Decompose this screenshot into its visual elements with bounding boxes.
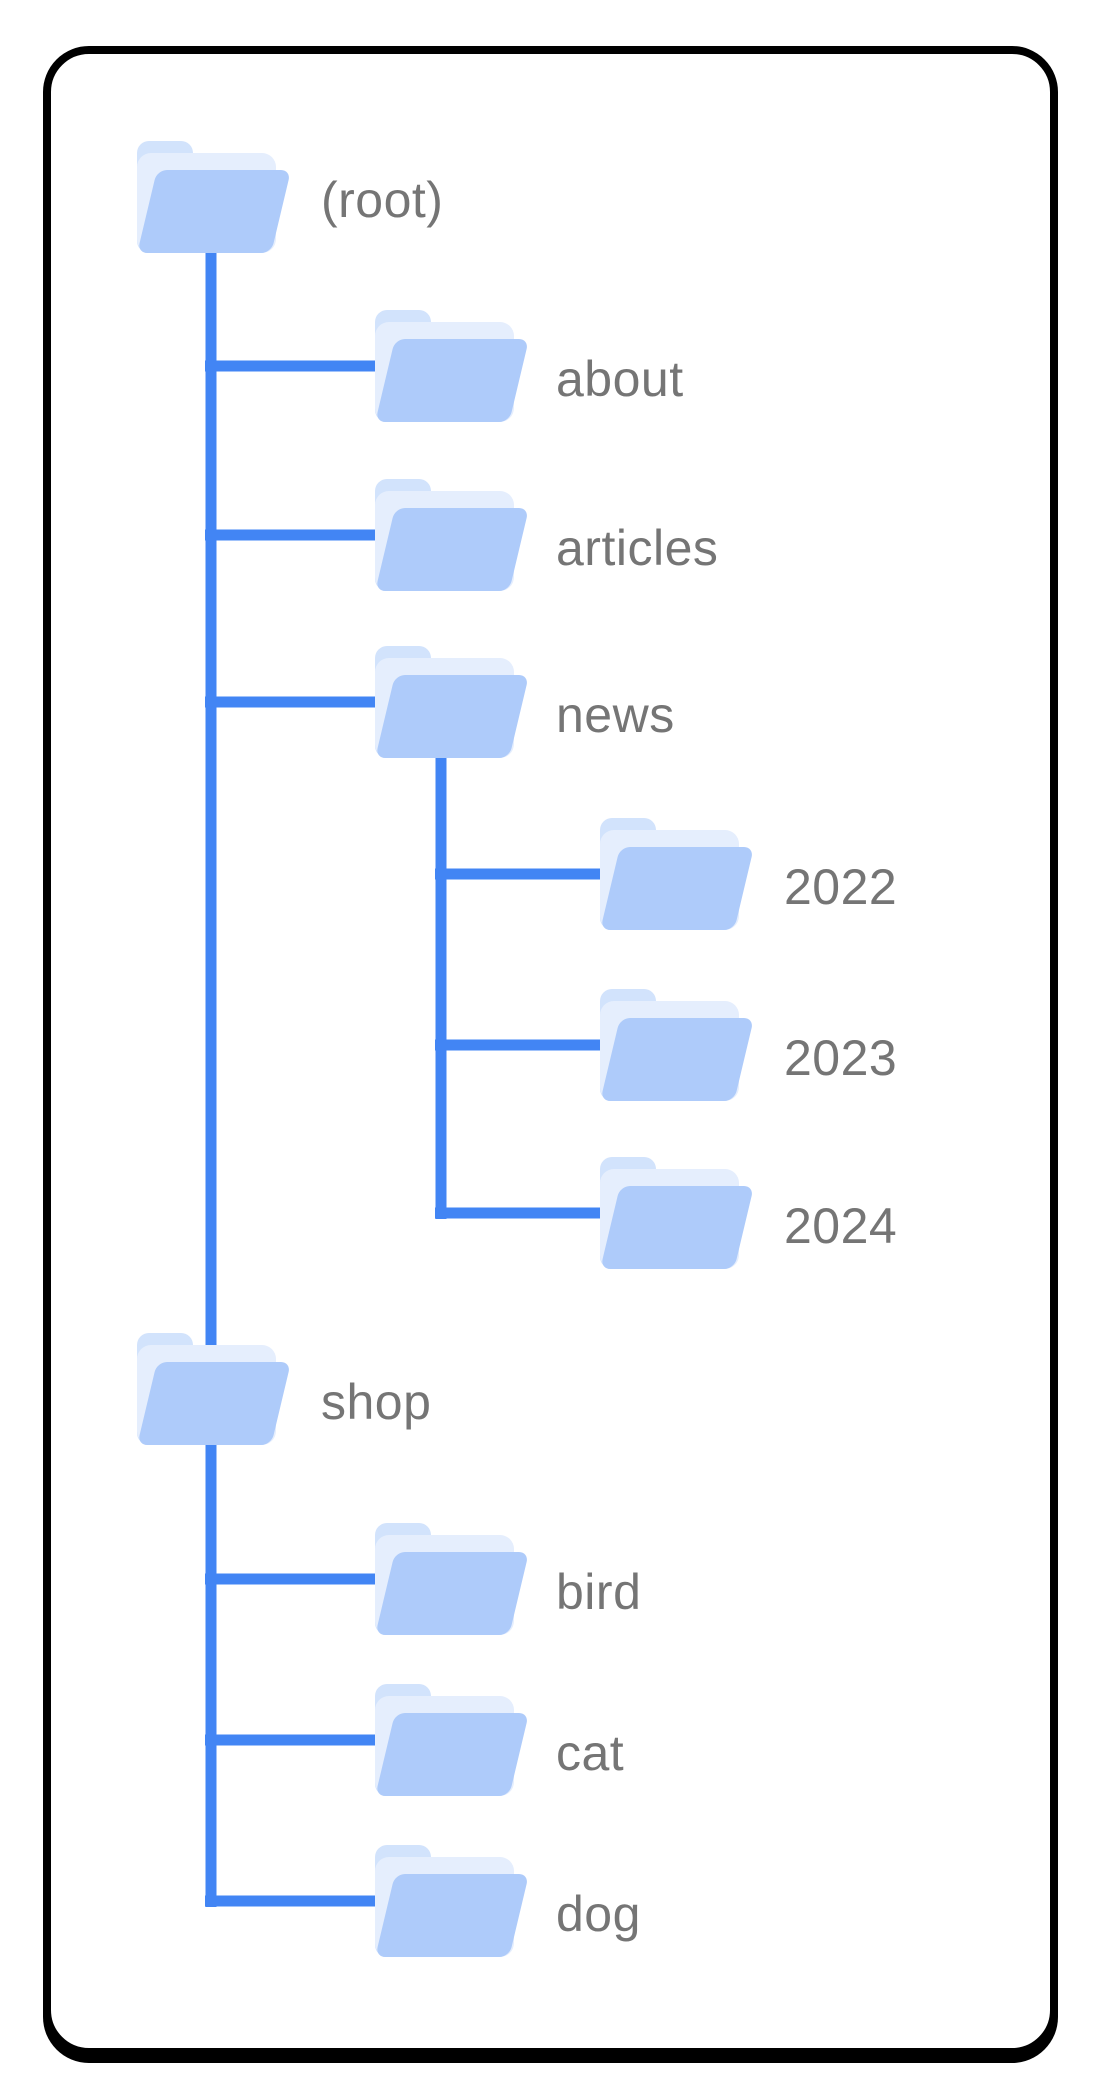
folder-icon-2022 — [600, 818, 754, 930]
folder-icon-cat — [375, 1684, 529, 1796]
folder-icon-news — [375, 646, 529, 758]
folder-label-2024: 2024 — [784, 1198, 898, 1254]
tree-connector-lines — [205, 197, 665, 1907]
folder-label-cat: cat — [556, 1725, 625, 1781]
folder-label-root: (root) — [321, 172, 444, 228]
folder-label-news: news — [556, 687, 675, 743]
folder-icon-about — [375, 310, 529, 422]
folder-label-bird: bird — [556, 1564, 642, 1620]
folder-icon-2024 — [600, 1157, 754, 1269]
folder-icon-shop — [137, 1333, 291, 1445]
folder-label-2022: 2022 — [784, 859, 898, 915]
folder-label-articles: articles — [556, 520, 719, 576]
folder-icon-bird — [375, 1523, 529, 1635]
folder-icon-root — [137, 141, 291, 253]
folder-label-shop: shop — [321, 1374, 432, 1430]
folder-icon-dog — [375, 1845, 529, 1957]
folder-label-dog: dog — [556, 1886, 641, 1942]
folder-label-2023: 2023 — [784, 1030, 898, 1086]
folder-label-about: about — [556, 351, 684, 407]
folder-icon-2023 — [600, 989, 754, 1101]
folder-icon-articles — [375, 479, 529, 591]
